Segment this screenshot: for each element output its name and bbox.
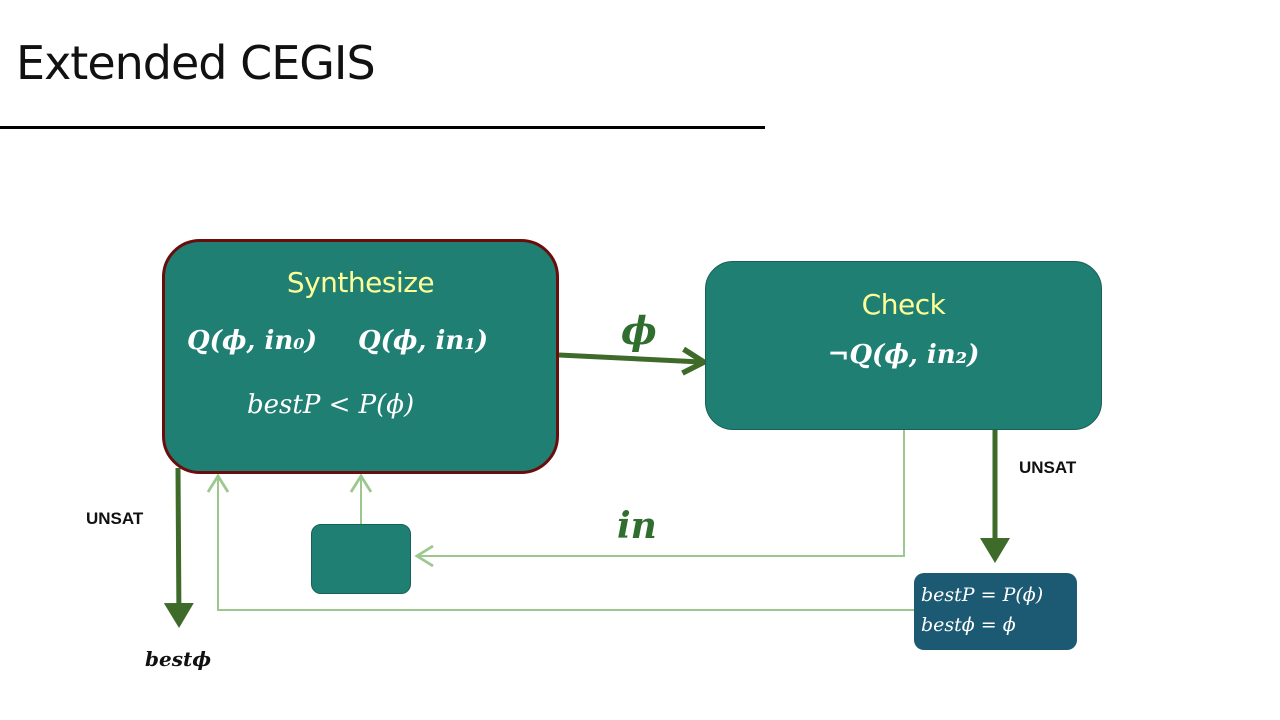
synth-unsat-label: UNSAT	[86, 509, 144, 528]
slide-title: Extended CEGIS	[16, 36, 376, 90]
title-underline	[0, 126, 765, 129]
update-feedback-arrow	[206, 473, 914, 611]
in-edge-label: in	[617, 505, 657, 547]
check-box: Check ¬Q(ϕ, in₂)	[705, 261, 1102, 430]
phi-arrow	[558, 346, 710, 376]
synthesize-title: Synthesize	[286, 266, 435, 299]
check-unsat-label: UNSAT	[1019, 458, 1077, 477]
synthesize-constraint-1: Q(ϕ, in₀)	[187, 326, 317, 356]
phi-edge-label: ϕ	[621, 308, 657, 353]
synth-unsat-arrow	[163, 467, 194, 628]
check-formula: ¬Q(ϕ, in₂)	[827, 340, 980, 370]
synthesize-box: Synthesize Q(ϕ, in₀) Q(ϕ, in₁) bestP < P…	[162, 239, 559, 474]
counterexample-arrow	[414, 430, 905, 568]
check-title: Check	[861, 288, 946, 321]
input-store-box	[311, 524, 411, 594]
update-bestphi-line: bestϕ = ϕ	[921, 614, 1016, 636]
update-bestp-line: bestP = P(ϕ)	[921, 584, 1044, 606]
synthesize-objective: bestP < P(ϕ)	[247, 390, 415, 420]
best-phi-output: bestϕ	[145, 647, 212, 671]
update-best-box: bestP = P(ϕ) bestϕ = ϕ	[914, 573, 1077, 650]
synthesize-constraint-2: Q(ϕ, in₁)	[358, 326, 488, 356]
